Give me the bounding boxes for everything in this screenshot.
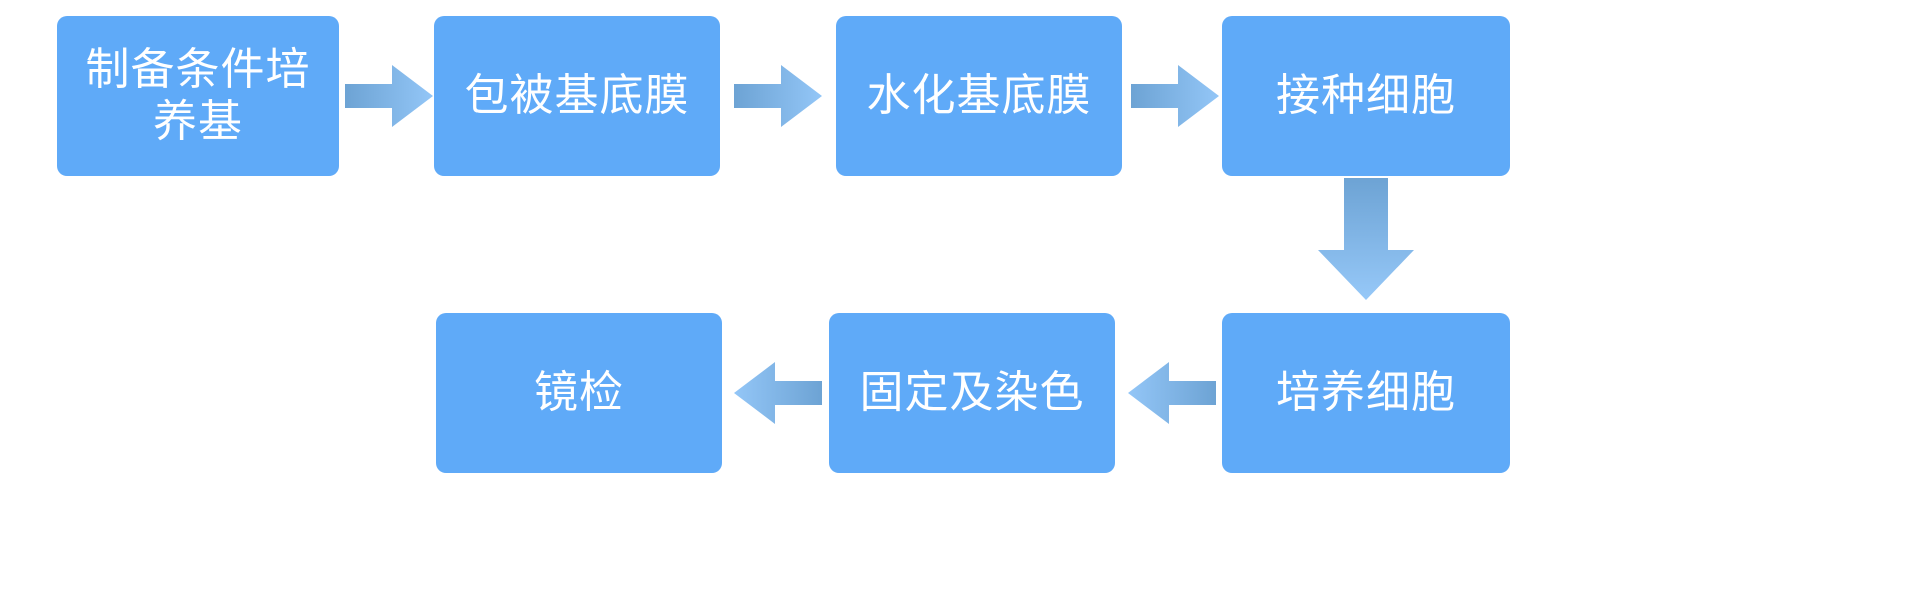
- process-node-hydrate-basement-membrane[interactable]: 水化基底膜: [836, 16, 1122, 176]
- process-node-seed-cells[interactable]: 接种细胞: [1222, 16, 1510, 176]
- node-label: 固定及染色: [859, 368, 1085, 418]
- arrow-right-icon-coat-to-hydrate: [734, 65, 822, 127]
- arrow-right-icon-prepare-to-coat: [345, 65, 433, 127]
- process-node-fix-and-stain[interactable]: 固定及染色: [829, 313, 1115, 473]
- arrow-left-icon-culture-to-fix: [1128, 362, 1216, 424]
- process-node-microscopic-examination[interactable]: 镜检: [436, 313, 722, 473]
- node-label: 镜检: [534, 368, 624, 418]
- process-node-culture-cells[interactable]: 培养细胞: [1222, 313, 1510, 473]
- process-node-prepare-conditioned-medium[interactable]: 制备条件培 养基: [57, 16, 339, 176]
- process-node-coat-basement-membrane[interactable]: 包被基底膜: [434, 16, 720, 176]
- node-label: 制备条件培 养基: [85, 45, 311, 146]
- node-label: 包被基底膜: [464, 71, 690, 121]
- arrow-left-icon-fix-to-microscopy: [734, 362, 822, 424]
- node-label: 培养细胞: [1276, 368, 1456, 418]
- arrow-down-icon-seed-to-culture: [1318, 178, 1414, 300]
- node-label: 接种细胞: [1276, 71, 1456, 121]
- arrow-right-icon-hydrate-to-seed: [1131, 65, 1219, 127]
- node-label: 水化基底膜: [866, 71, 1092, 121]
